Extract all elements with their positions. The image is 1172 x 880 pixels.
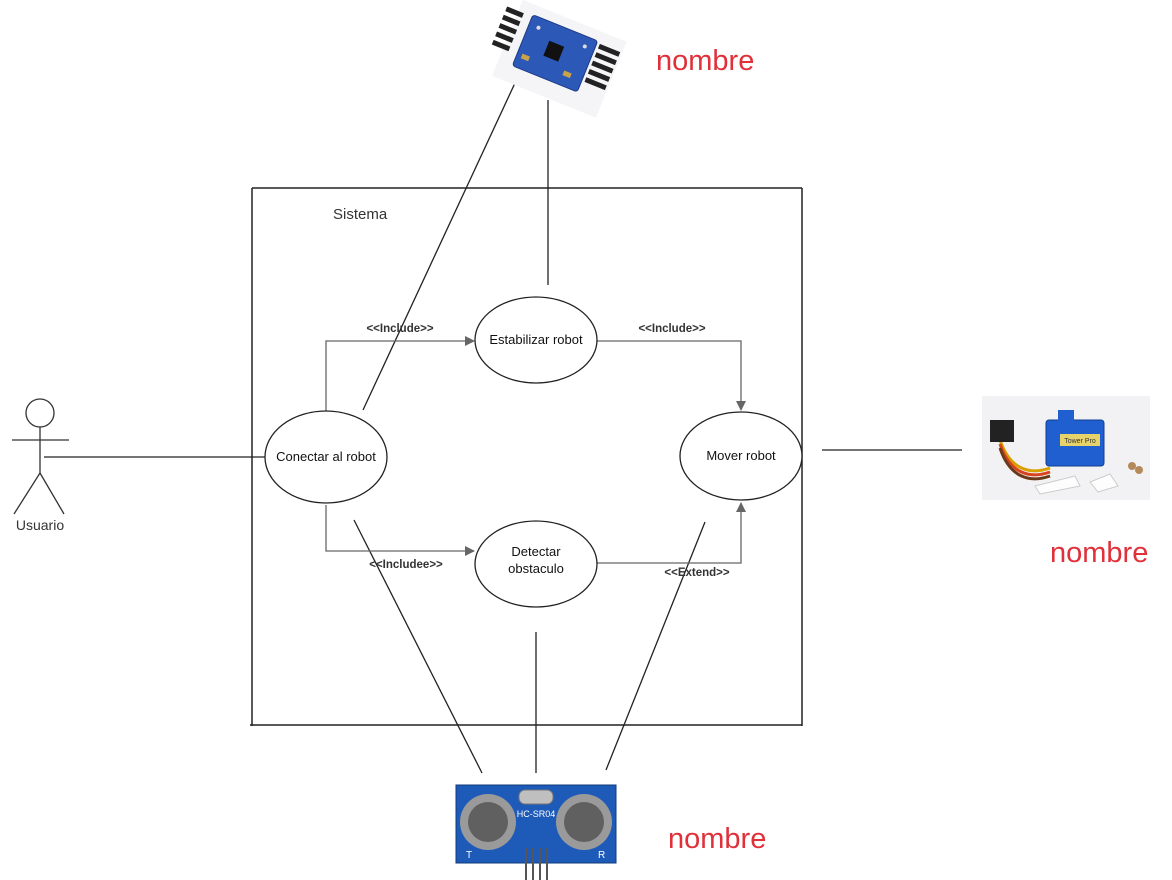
use-case-estabilizar: Estabilizar robot: [474, 296, 598, 384]
use-case-conectar-label: Conectar al robot: [276, 449, 376, 464]
use-case-conectar: Conectar al robot: [264, 410, 388, 504]
include-label-2: <<Include>>: [638, 323, 705, 335]
use-case-detectar-label-1: Detectar: [511, 544, 561, 559]
extend-label: <<Extend>>: [664, 567, 729, 579]
includee-label: <<Includee>>: [369, 559, 443, 571]
ultrasonic-sensor-image: HC-SR04 T R: [455, 784, 617, 880]
actor-label: Usuario: [16, 517, 64, 533]
sonar-name-label: nombre: [668, 823, 766, 855]
gyro-module-image: [491, 0, 627, 118]
actor-usuario: [12, 398, 69, 515]
relationship-connectors: [325, 336, 746, 564]
use-case-detectar: Detectar obstaculo: [474, 520, 598, 608]
use-case-mover-label: Mover robot: [706, 448, 776, 463]
use-case-detectar-label-2: obstaculo: [508, 561, 564, 576]
use-case-estabilizar-label: Estabilizar robot: [489, 332, 583, 347]
include-label-1: <<Include>>: [366, 323, 433, 335]
sonar-t-label: T: [466, 850, 472, 861]
servo-name-label: nombre: [1050, 537, 1148, 569]
association-lines: [44, 82, 962, 774]
servo-brand-text: Tower Pro: [1064, 438, 1096, 445]
gyro-name-label: nombre: [656, 45, 754, 77]
use-case-mover: Mover robot: [679, 411, 803, 501]
servo-motor-image: Tower Pro: [982, 396, 1150, 500]
sonar-r-label: R: [598, 850, 605, 861]
sonar-chip-text: HC-SR04: [517, 809, 556, 819]
system-label: Sistema: [333, 206, 388, 223]
